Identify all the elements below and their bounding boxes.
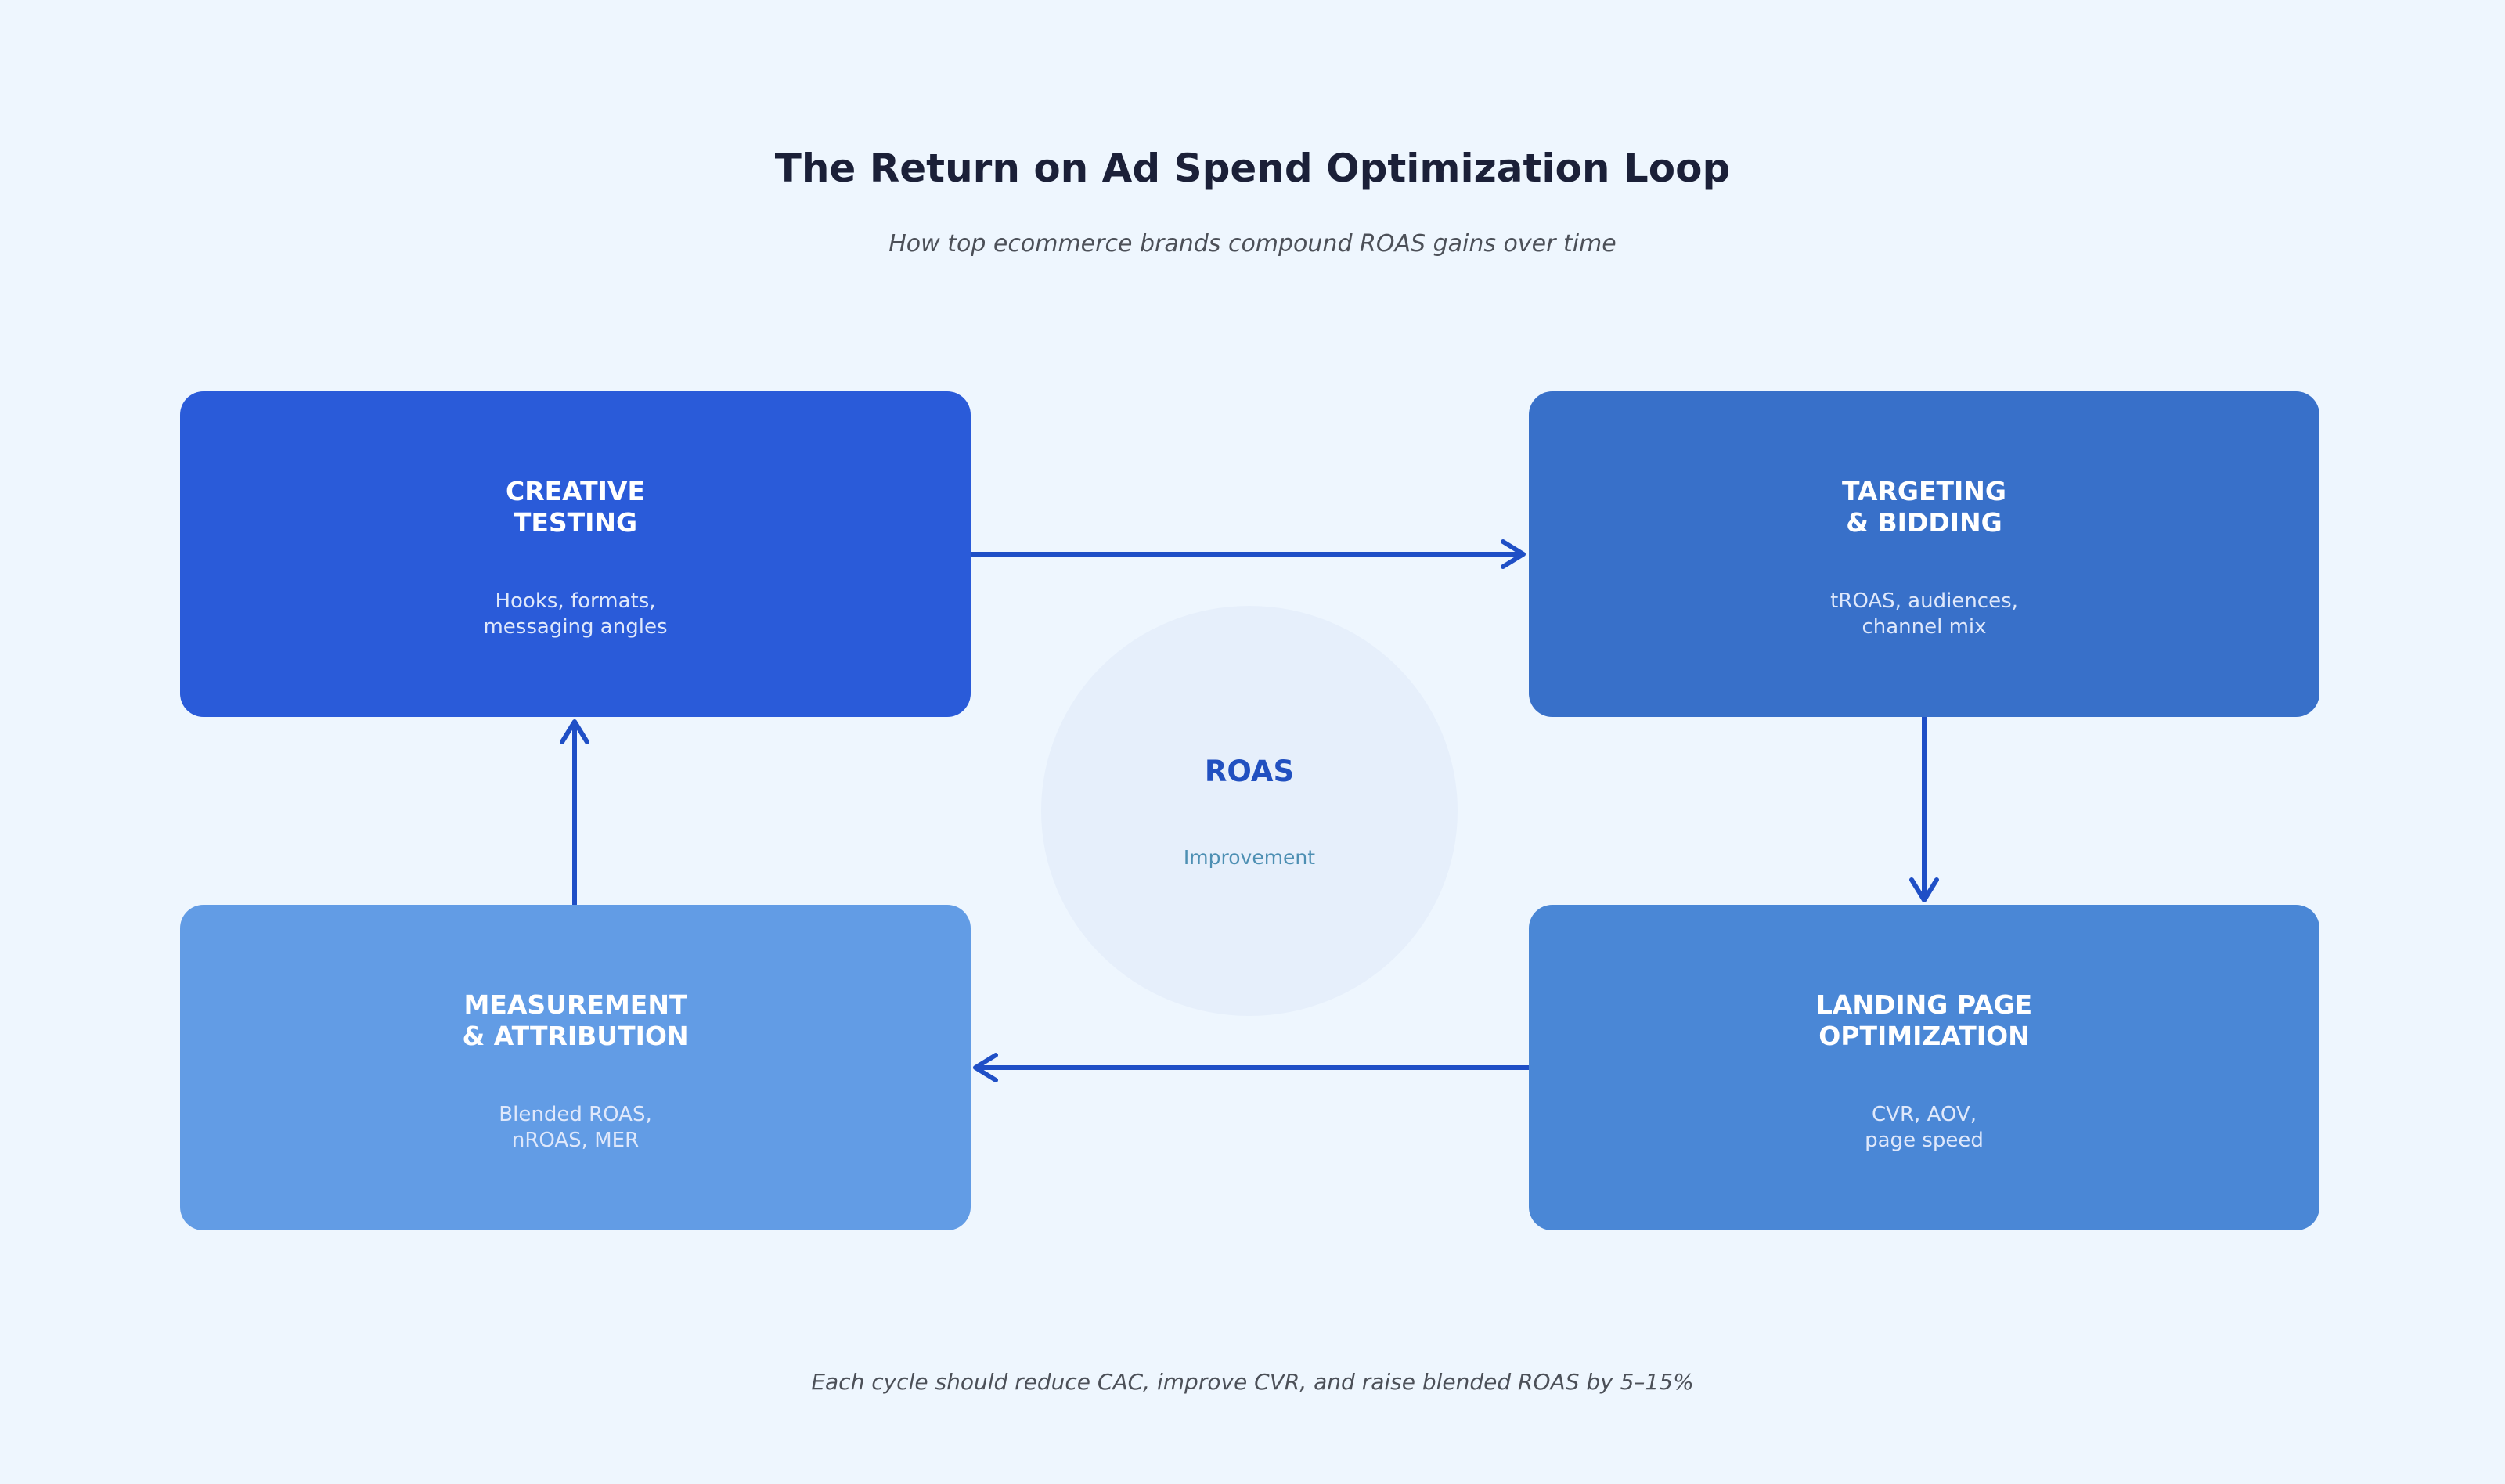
diagram-footer-note: Each cycle should reduce CAC, improve CV… bbox=[811, 1369, 1694, 1395]
stage-title: LANDING PAGE OPTIMIZATION bbox=[1815, 989, 2033, 1051]
stage-title: TARGETING & BIDDING bbox=[1841, 476, 2007, 538]
stage-title: CREATIVE TESTING bbox=[505, 476, 646, 538]
stage-measurement-attribution: MEASUREMENT & ATTRIBUTION Blended ROAS, … bbox=[180, 905, 971, 1230]
stage-creative-testing: CREATIVE TESTING Hooks, formats, messagi… bbox=[180, 391, 971, 717]
center-title: ROAS bbox=[1204, 755, 1295, 788]
center-subtitle: Improvement bbox=[1183, 846, 1316, 869]
arrowhead-measurement-to-creative bbox=[560, 719, 589, 744]
stage-landing-page-optimization: LANDING PAGE OPTIMIZATION CVR, AOV, page… bbox=[1529, 905, 2319, 1230]
diagram-title: The Return on Ad Spend Optimization Loop bbox=[774, 146, 1731, 191]
arrowhead-landing-to-measurement bbox=[973, 1053, 998, 1082]
stage-description: Blended ROAS, nROAS, MER bbox=[499, 1103, 652, 1152]
roas-center-circle: ROAS Improvement bbox=[1041, 606, 1458, 1016]
arrowhead-creative-to-targeting bbox=[1501, 539, 1526, 569]
stage-description: tROAS, audiences, channel mix bbox=[1830, 589, 2018, 639]
stage-description: Hooks, formats, messaging angles bbox=[483, 589, 668, 639]
stage-title: MEASUREMENT & ATTRIBUTION bbox=[462, 989, 689, 1051]
stage-targeting-bidding: TARGETING & BIDDING tROAS, audiences, ch… bbox=[1529, 391, 2319, 717]
stage-description: CVR, AOV, page speed bbox=[1865, 1103, 1984, 1152]
arrowhead-targeting-to-landing bbox=[1909, 877, 1939, 902]
diagram-subtitle: How top ecommerce brands compound ROAS g… bbox=[888, 230, 1617, 258]
